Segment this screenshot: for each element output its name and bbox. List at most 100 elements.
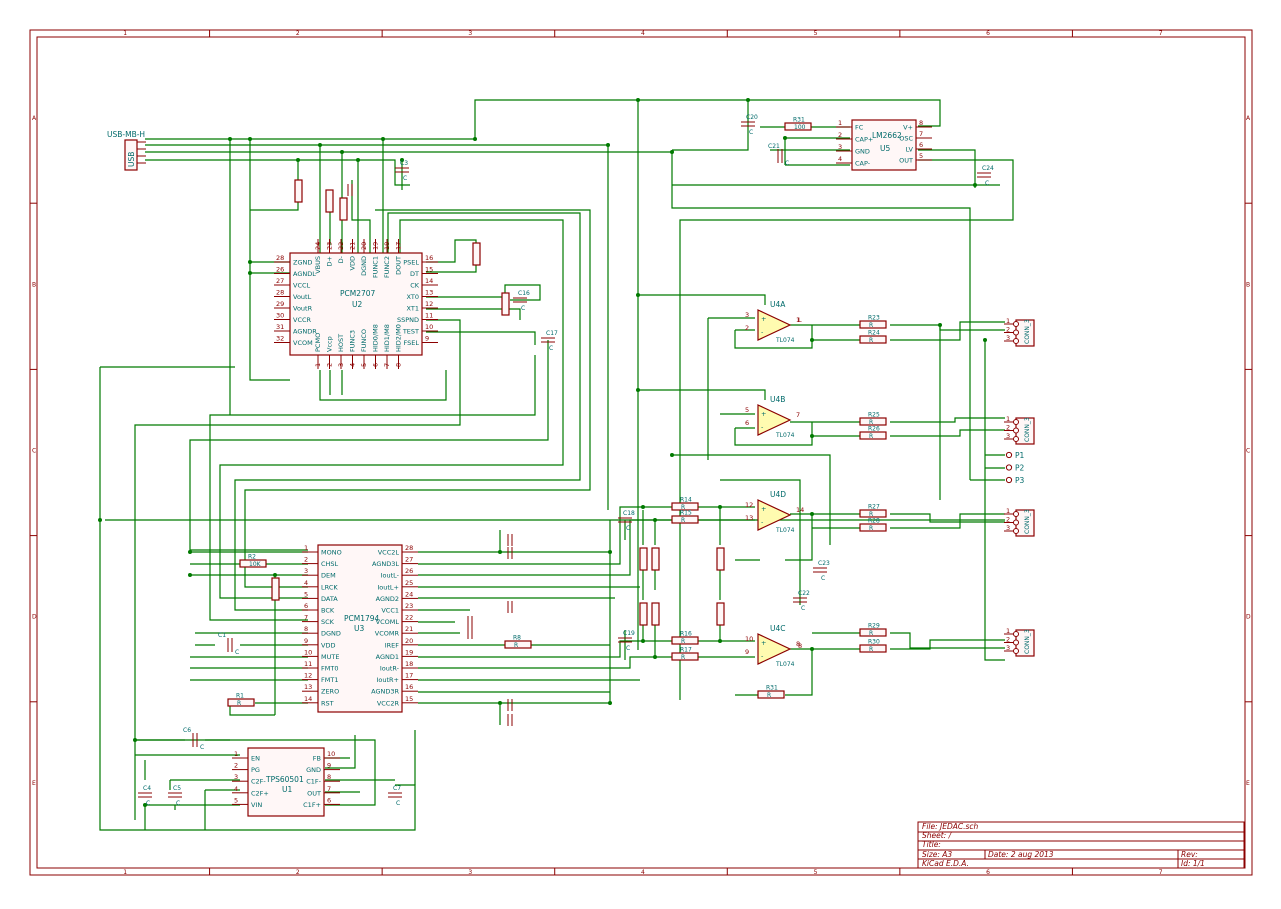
u3-pin-name: IoutL- — [381, 572, 400, 580]
resistor-body-vertical — [716, 602, 725, 626]
opamp-value: TL074 — [775, 432, 795, 439]
u3-pin-number: 17 — [405, 672, 413, 680]
tb-file: File: JEDAC.sch — [922, 822, 979, 831]
opamp-ref: U4D — [770, 490, 786, 499]
capacitor-ref: C17 — [546, 330, 558, 337]
connector-ref: CONN_3 — [1024, 319, 1031, 344]
resistor-body-vertical — [651, 602, 660, 626]
u2-pin-number: 1 — [314, 363, 322, 367]
resistor-body — [859, 431, 887, 440]
u3-value: PCM1794 — [344, 614, 380, 623]
u2-pin-number: 6 — [372, 363, 380, 367]
u2-pin-number: 21 — [349, 242, 357, 250]
opamp-pin-out: 8 — [796, 640, 800, 648]
u1-pin-name: C1F+ — [303, 801, 321, 809]
u1-pin-number: 5 — [234, 796, 238, 804]
capacitor-value: C — [146, 800, 150, 807]
capacitor-value: C — [235, 649, 239, 656]
resistor-ref: R2 — [248, 554, 256, 561]
connector-pin-number: 1 — [1006, 627, 1010, 635]
connector-pin-number: 1 — [1006, 507, 1010, 515]
u3-pin-name: IoutR+ — [376, 676, 399, 684]
opamp-ref: U4B — [770, 395, 785, 404]
u1-pin-number: 3 — [234, 773, 238, 781]
resistor-value: R — [767, 692, 771, 699]
u2-pin-number: 17 — [395, 242, 403, 250]
u2-pin-number: 14 — [425, 277, 433, 285]
opamp-minus-sign: - — [761, 652, 764, 660]
u2-pin-number: 26 — [276, 266, 284, 274]
zone-column-bottom: 2 — [296, 869, 300, 876]
resistor-r8: RR8 — [504, 635, 532, 649]
u2-pin-number: 13 — [425, 289, 433, 297]
u1-pin-name: C2F+ — [251, 789, 269, 797]
u2-pin-name: VoutL — [293, 293, 312, 301]
u3-pin-name: BCK — [321, 607, 335, 615]
opamp-plus-sign: + — [761, 410, 766, 418]
u3-pin-number: 22 — [405, 614, 413, 622]
connector-ref: CONN_3 — [1024, 509, 1031, 534]
u2-pin-number: 23 — [326, 242, 334, 250]
resistor-value: R — [869, 630, 873, 637]
u2-pin-name: FSEL — [404, 339, 420, 347]
resistor-ref: R25 — [868, 412, 880, 419]
u1-pin-name: VIN — [251, 801, 262, 809]
resistor-ref: R29 — [868, 623, 880, 630]
capacitor-value: C — [176, 800, 180, 807]
zone-column-top: 7 — [1159, 30, 1163, 37]
u3-pin-number: 12 — [304, 672, 312, 680]
u2-pin-number: 18 — [383, 242, 391, 250]
resistor-value: R — [681, 504, 685, 511]
u2-pin-name: HID0/M8 — [372, 324, 380, 352]
net-label-u4c-out: 8 — [798, 642, 802, 650]
u2-pin-name: HID1/M8 — [383, 324, 391, 352]
capacitor-c7: C7C — [388, 785, 402, 807]
tb-tool: KiCad E.D.A. — [922, 859, 969, 868]
resistor-body — [859, 523, 887, 532]
u3-pin-number: 7 — [304, 614, 308, 622]
u3-pin-name: AGND1 — [376, 653, 399, 661]
resistor-body — [671, 636, 699, 645]
u2-pin-number: 8 — [395, 363, 403, 367]
opamp-group: U4ATL074+-321U4BTL074+-567U4DTL074+-1213… — [745, 300, 804, 668]
u2-pin-name: FUNCO — [360, 329, 368, 352]
usb-ref: USB-MB-H — [107, 130, 145, 139]
u3-pin-name: VDD — [321, 641, 335, 649]
opamp-pin-out: 1 — [796, 316, 800, 324]
u5-pin-name: OUT — [899, 157, 913, 165]
resistor-ref: R31 — [793, 117, 805, 124]
tb-size: Size: A3 — [922, 850, 952, 859]
u3-pin-number: 23 — [405, 602, 413, 610]
connector-terminal — [1013, 519, 1019, 526]
u2-pin-number: 27 — [276, 277, 284, 285]
u3-pin-name: VCC2L — [378, 549, 400, 557]
u2-pin-number: 32 — [276, 335, 284, 343]
zone-column-bottom: 6 — [986, 869, 990, 876]
u3-pin-name: IoutR- — [380, 665, 400, 673]
u3-pin-name: AGND3R — [371, 688, 399, 696]
resistor-value: R — [237, 700, 241, 707]
u3-pin-number: 25 — [405, 579, 413, 587]
u1-pin-number: 10 — [327, 750, 335, 758]
resistor-ref: R27 — [868, 504, 880, 511]
u1-pin-number: 6 — [327, 796, 331, 804]
capacitor-ref: C24 — [982, 165, 994, 172]
u3-pin-name: CHSL — [321, 560, 339, 568]
connector-pin-number: 2 — [1006, 516, 1010, 524]
resistor-ref: R15 — [680, 510, 692, 517]
zone-row-right: A — [1246, 115, 1251, 122]
opamp-minus-sign: - — [761, 423, 764, 431]
connector-pin-number: 3 — [1006, 432, 1010, 440]
u5-pin-number: 3 — [838, 143, 842, 151]
